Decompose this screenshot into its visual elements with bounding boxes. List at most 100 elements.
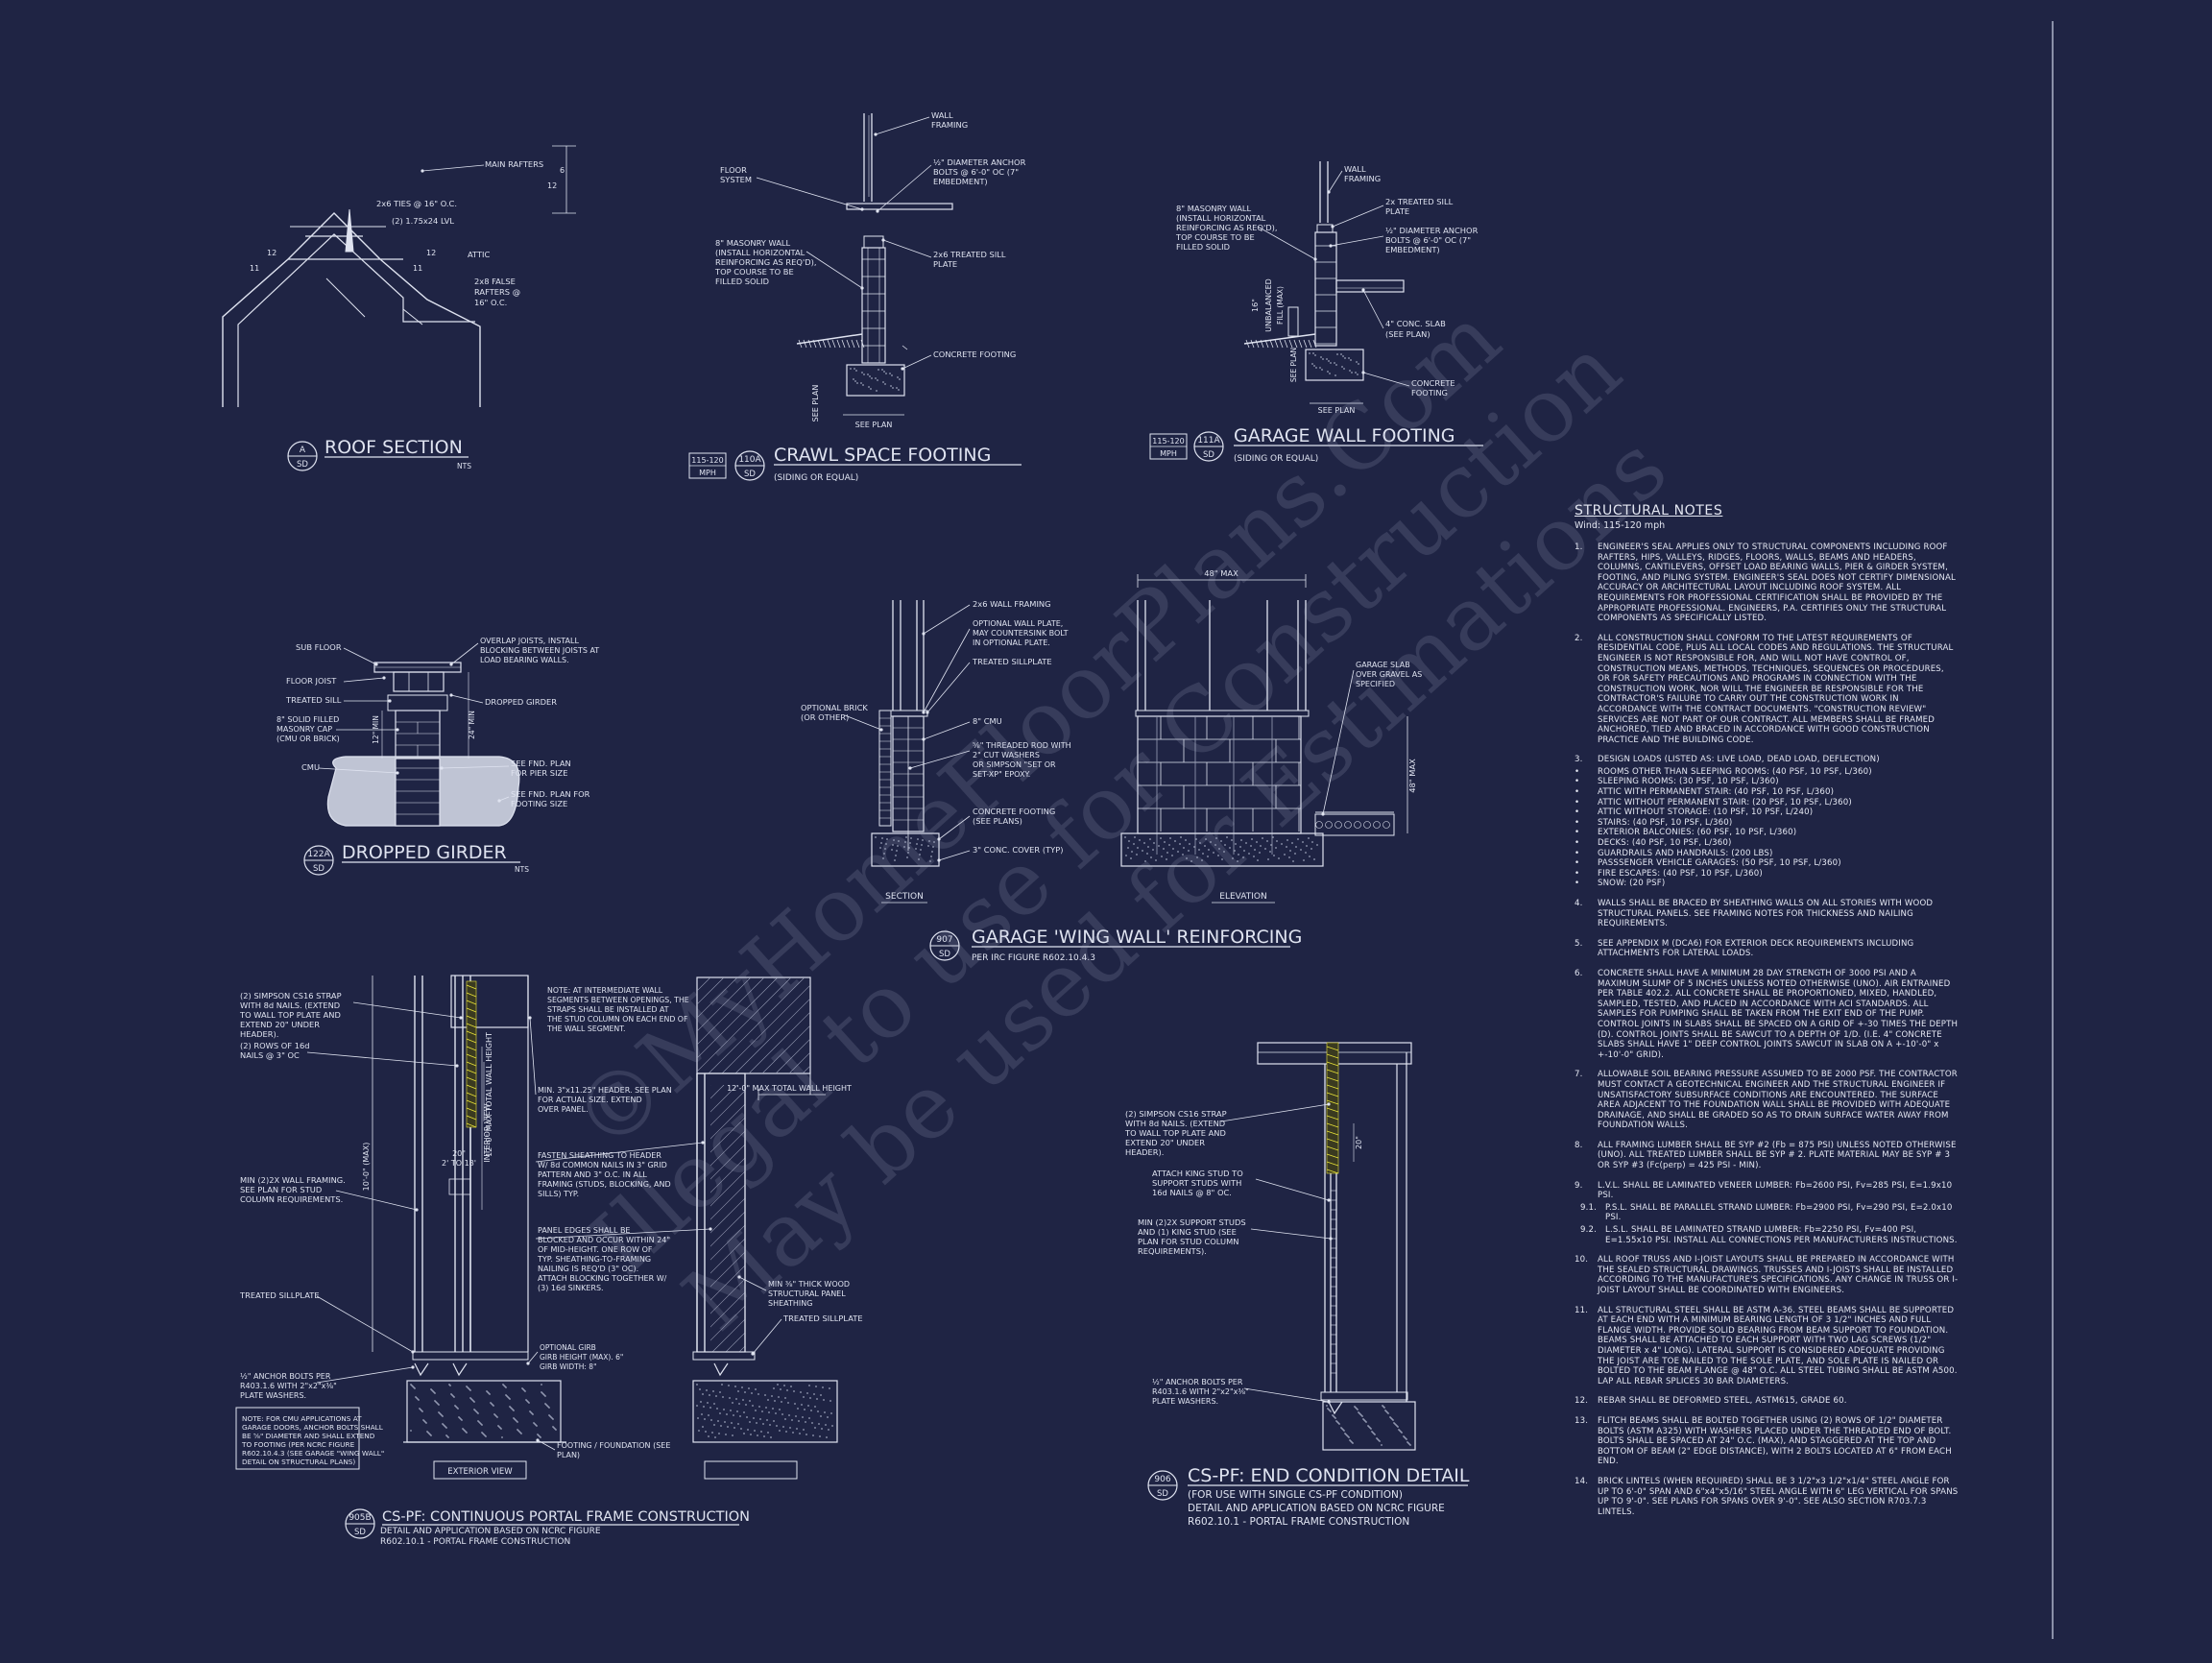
concrete-speckle [816, 1398, 818, 1400]
masonry-wall-label: (INSTALL HORIZONTAL [1176, 213, 1266, 223]
floor-system-label: SYSTEM [720, 175, 752, 184]
concrete-speckle [1210, 841, 1212, 843]
concrete-speckle [892, 844, 894, 846]
detail-subtitle: (SIDING OR EQUAL) [774, 473, 858, 483]
concrete-speckle [532, 1413, 534, 1415]
drawing-line [882, 239, 932, 258]
concrete-speckle [705, 1431, 707, 1433]
concrete-speckle [920, 849, 922, 851]
concrete-speckle [732, 1402, 733, 1404]
concrete-speckle [718, 1433, 720, 1434]
concrete-speckle [754, 1430, 756, 1432]
sheet-border-line [2052, 21, 2054, 1639]
optional-plate-label: IN OPTIONAL PLATE. [973, 639, 1050, 647]
concrete-speckle [1348, 357, 1350, 359]
support-studs-callout: PLAN FOR STUD COLUMN [1138, 1237, 1238, 1246]
concrete-speckle [794, 1403, 796, 1405]
concrete-speckle [899, 378, 901, 380]
hatch-line [788, 1051, 810, 1073]
concrete-speckle [885, 843, 887, 845]
concrete-speckle [785, 1431, 787, 1433]
note-number: 5. [1575, 938, 1583, 949]
sill-plate-label: PLATE [1385, 206, 1409, 216]
concrete-speckle [505, 1386, 507, 1388]
strap-callout: (2) SIMPSON CS16 STRAP [240, 991, 342, 1000]
concrete-speckle [903, 846, 905, 848]
concrete-speckle [1262, 837, 1263, 839]
drawing-line [466, 1115, 477, 1121]
concrete-speckle [780, 1388, 781, 1390]
drawing-rect [433, 1460, 527, 1480]
hatch-line [710, 1238, 745, 1274]
concrete-speckle [1398, 1429, 1400, 1431]
concrete-speckle [897, 845, 899, 847]
see-plan-label: SEE PLAN [855, 421, 893, 429]
drawing-line [1326, 1092, 1339, 1097]
concrete-speckle [1326, 358, 1328, 360]
sill-plate-label: PLATE [933, 259, 957, 269]
concrete-speckle [764, 1394, 766, 1396]
structural-note: 7.ALLOWABLE SOIL BEARING PRESSURE ASSUME… [1575, 1070, 1959, 1131]
concrete-speckle [759, 1418, 761, 1420]
concrete-speckle [878, 369, 879, 371]
drawing-line [466, 1046, 477, 1051]
leader-dot [937, 837, 941, 841]
hatch-line [748, 1011, 810, 1073]
concrete-speckle [883, 371, 885, 373]
concrete-speckle [1358, 1411, 1359, 1413]
hatch-pattern [697, 977, 810, 1073]
drawing-rect [395, 758, 441, 827]
concrete-speckle [855, 370, 857, 372]
sub-note-text: L.S.L. SHALL BE LAMINATED STRAND LUMBER:… [1605, 1225, 1958, 1245]
footing-label: (SEE PLANS) [973, 816, 1022, 826]
drawing-line [441, 765, 510, 769]
concrete-speckle [1393, 1422, 1395, 1424]
concrete-speckle [740, 1428, 742, 1430]
drawing-line [855, 339, 860, 349]
hatch-line [710, 1265, 745, 1301]
drawing-line [402, 308, 423, 325]
concrete-speckle [1357, 374, 1358, 375]
structural-notes-panel: STRUCTURAL NOTES Wind: 115-120 mph 1.ENG… [1575, 503, 1959, 1527]
nts-label: NTS [515, 865, 529, 874]
concrete-speckle [781, 1401, 782, 1403]
leader-dot [455, 1064, 459, 1068]
concrete-speckle [1204, 845, 1206, 847]
see-plan-label: SEE PLAN [811, 385, 820, 422]
structural-note: 6.CONCRETE SHALL HAVE A MINIMUM 28 DAY S… [1575, 969, 1959, 1060]
concrete-speckle [814, 1406, 816, 1408]
note-text: DESIGN LOADS (LISTED AS: LIVE LOAD, DEAD… [1575, 755, 1959, 889]
drawing-line [1326, 1169, 1339, 1174]
panel-edge-callout: ATTACH BLOCKING TOGETHER W/ [538, 1274, 667, 1283]
concrete-speckle [1189, 843, 1190, 845]
design-load-item: STAIRS: (40 PSF, 10 PSF, L/360) [1575, 818, 1959, 829]
concrete-speckle [752, 1405, 754, 1407]
hatch-line [710, 1197, 745, 1234]
concrete-speckle [1177, 851, 1179, 853]
concrete-speckle [814, 1427, 816, 1429]
drawing-line [1326, 1122, 1339, 1128]
concrete-speckle [809, 1397, 811, 1399]
concrete-speckle [1134, 836, 1136, 838]
ext-sillplate-callout: TREATED SILLPLATE [782, 1314, 863, 1323]
interior-view-label: EXTERIOR VIEW [447, 1467, 513, 1477]
concrete-speckle [536, 1425, 538, 1427]
concrete-speckle [733, 1427, 735, 1429]
structural-note: 4.WALLS SHALL BE BRACED BY SHEATHING WAL… [1575, 899, 1959, 929]
masonry-wall-label: FILLED SOLID [1176, 242, 1230, 252]
concrete-speckle [1166, 852, 1168, 854]
drawing-path [1243, 333, 1316, 345]
leader-dot [388, 699, 392, 703]
footing-callout: FOOTING / FOUNDATION (SEE [557, 1441, 670, 1450]
header-callout: MIN. 3"x11.25" HEADER. SEE PLAN [538, 1086, 672, 1095]
drawing-line [1362, 289, 1384, 329]
detail-title: CS-PF: END CONDITION DETAIL [1188, 1465, 1470, 1486]
sheathing-callout: SILLS) TYP. [538, 1190, 579, 1198]
concrete-speckle [768, 1411, 770, 1413]
concrete-speckle [869, 375, 871, 377]
concrete-speckle [868, 386, 870, 388]
concrete-speckle [1256, 841, 1258, 843]
drawing-rect [696, 976, 811, 1074]
drawing-line [752, 1318, 782, 1355]
hatch-line [734, 998, 810, 1073]
